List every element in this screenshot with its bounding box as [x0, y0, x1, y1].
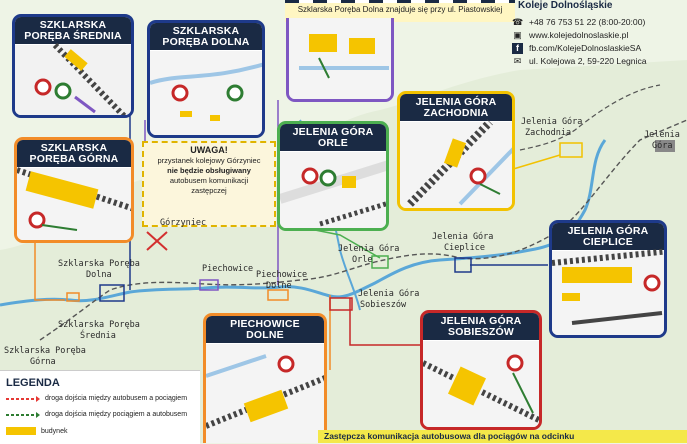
label-jg-orle-2: Orle [352, 255, 373, 265]
label-jg-zach-2: Zachodnia [525, 128, 572, 138]
bottom-note: Zastępcza komunikacja autobusowa dla poc… [318, 430, 687, 443]
legend-item-building: budynek [6, 427, 67, 435]
label-sp-dolna-2: Dolna [86, 270, 112, 280]
map-station-orle [371, 255, 389, 269]
green-arrow-icon [6, 411, 40, 418]
phone-icon: ☎ [512, 17, 524, 27]
map-station-cieplice [454, 257, 472, 273]
label-piech-dolne-2: Dolne [266, 281, 292, 291]
contact-web[interactable]: www.kolejedolnoslaskie.pl [529, 30, 629, 40]
map-station-piechowice [267, 289, 289, 301]
notice-box: UWAGA! przystanek kolejowy Górzyniec nie… [142, 141, 276, 227]
map-station-dolna [199, 279, 219, 291]
label-sp-srednia-1: Szklarska Poręba [58, 320, 140, 330]
station-diagram [206, 344, 324, 443]
label-sp-dolna-1: Szklarska Poręba [58, 259, 140, 269]
map-station-srednia [99, 284, 125, 302]
contact-phone: +48 76 753 51 22 (8:00-20:00) [529, 17, 646, 27]
label-jg-orle-1: Jelenia Góra [338, 244, 400, 254]
label-jg-sob-1: Jelenia Góra [358, 289, 420, 299]
map-station-sobieszow [329, 297, 353, 311]
station-diagram [17, 167, 131, 240]
building-swatch [6, 427, 36, 435]
station-diagram [150, 51, 262, 135]
label-piech-dolne-1: Piechowice [256, 270, 308, 280]
legend: LEGENDA droga dojścia między autobusem a… [0, 370, 200, 444]
station-diagram [423, 341, 539, 427]
gorzyniec-closed-icon [146, 231, 168, 251]
contact-address: ul. Kolejowa 2, 59-220 Legnica [529, 56, 647, 66]
legend-item-bus: droga dojścia między autobusem a pociągi… [6, 395, 187, 402]
station-diagram [280, 152, 386, 228]
station-diagram [400, 119, 512, 208]
train-icon [655, 140, 675, 152]
legend-item-train: droga dojścia między pociągiem a autobus… [6, 411, 187, 418]
web-icon: ▣ [513, 30, 522, 40]
contact-fb[interactable]: fb.com/KolejeDolnoslaskieSA [529, 43, 642, 53]
card-top-center[interactable] [286, 18, 394, 102]
label-jg-zach-1: Jelenia Góra [521, 117, 583, 127]
label-sp-gorna-1: Szklarska Poręba [4, 346, 86, 356]
label-jg-cieplice-1: Jelenia Góra [432, 232, 494, 242]
station-diagram [15, 42, 131, 115]
contact-block: ☎ +48 76 753 51 22 (8:00-20:00) ▣ www.kole… [512, 12, 647, 68]
label-jg-2: Góra [652, 141, 673, 151]
legend-title: LEGENDA [6, 377, 60, 389]
label-piechowice: Piechowice [202, 264, 254, 274]
label-jg-sob-2: Sobieszów [360, 300, 407, 310]
mail-icon: ✉ [513, 56, 522, 66]
notice-title: UWAGA! [190, 145, 228, 155]
label-jg-cieplice-2: Cieplice [444, 243, 485, 253]
brand-name: Koleje Dolnośląskie [518, 0, 613, 11]
label-sp-gorna-2: Górna [30, 357, 56, 367]
label-jg-1: Jelenia [644, 130, 680, 140]
label-sp-srednia-2: Średnia [80, 331, 116, 341]
facebook-icon: f [512, 43, 523, 54]
red-arrow-icon [6, 395, 40, 402]
station-diagram [552, 248, 664, 335]
label-gorzyniec: Górzyniec [160, 218, 207, 228]
map-station-gorna [66, 292, 80, 302]
map-station-zachodnia [559, 142, 583, 158]
top-note: Szklarska Poręba Dolna znajduje się przy… [285, 0, 515, 22]
